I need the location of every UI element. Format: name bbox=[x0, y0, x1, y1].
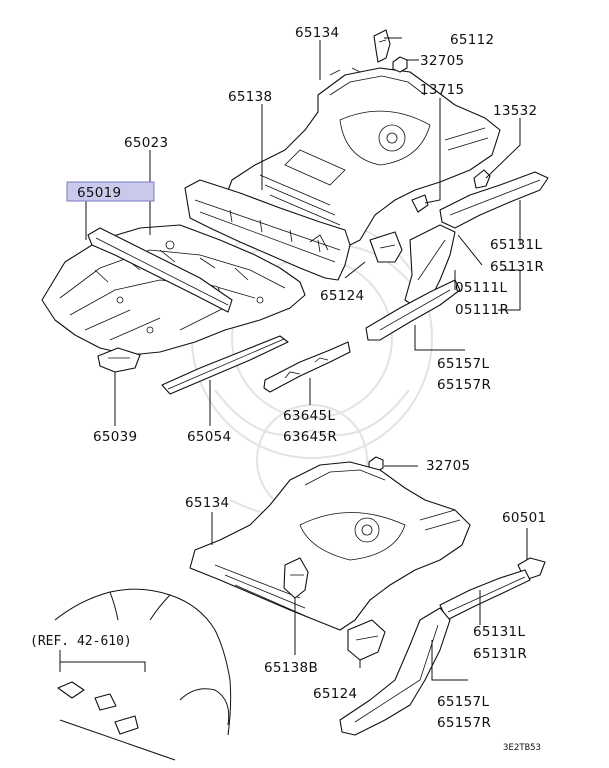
part-65134-rear-floor-bottom bbox=[189, 461, 471, 631]
label-65054: 65054 bbox=[187, 429, 231, 445]
label-65131L-top: 65131L bbox=[490, 237, 542, 253]
part-65138-crossmember bbox=[184, 179, 351, 281]
part-65019-reinforcement bbox=[87, 227, 233, 313]
label-65138B: 65138B bbox=[264, 660, 318, 676]
highlight-65019 bbox=[66, 181, 155, 202]
label-65039: 65039 bbox=[93, 429, 137, 445]
reference-note: (REF. 42-610) bbox=[30, 634, 132, 649]
part-13715-bracket bbox=[411, 194, 429, 213]
label-65157R-bottom: 65157R bbox=[437, 715, 491, 731]
part-65131-side-member-bottom bbox=[439, 569, 531, 621]
label-63645L: 63645L bbox=[283, 408, 335, 424]
label-65157L-bottom: 65157L bbox=[437, 694, 489, 710]
part-labels: 65134 65112 32705 65138 13715 13532 6502… bbox=[30, 25, 546, 753]
diagram-code: 3E2TB53 bbox=[503, 743, 541, 753]
car-outline bbox=[54, 588, 232, 761]
label-60501: 60501 bbox=[502, 510, 546, 526]
label-65124-top: 65124 bbox=[320, 288, 364, 304]
part-63645-reinforcement bbox=[263, 341, 351, 393]
part-65134-rear-floor-top bbox=[224, 67, 501, 251]
label-32705-top: 32705 bbox=[420, 53, 464, 69]
part-65054-sill bbox=[161, 335, 289, 395]
part-65131-side-member-top bbox=[439, 171, 549, 229]
label-65131R-top: 65131R bbox=[490, 259, 544, 275]
label-65134-top: 65134 bbox=[295, 25, 339, 41]
part-32705-nut-top bbox=[392, 56, 408, 73]
label-63645R: 63645R bbox=[283, 429, 337, 445]
part-65124-bracket-bottom bbox=[347, 619, 386, 661]
label-13532: 13532 bbox=[493, 103, 537, 119]
label-32705-bottom: 32705 bbox=[426, 458, 470, 474]
label-65134-bottom: 65134 bbox=[185, 495, 229, 511]
label-65019: 65019 bbox=[77, 185, 121, 201]
part-13532-bracket bbox=[473, 169, 491, 189]
part-65124-bracket-top bbox=[369, 231, 403, 263]
label-65157L-top: 65157L bbox=[437, 356, 489, 372]
label-65112: 65112 bbox=[450, 32, 494, 48]
label-65138: 65138 bbox=[228, 89, 272, 105]
label-13715: 13715 bbox=[420, 82, 464, 98]
label-65131R-bottom: 65131R bbox=[473, 646, 527, 662]
part-65138B-bracket bbox=[283, 557, 309, 599]
label-65124-bottom: 65124 bbox=[313, 686, 357, 702]
label-05111R: 05111R bbox=[455, 302, 509, 318]
part-65112-bracket bbox=[373, 29, 391, 63]
label-65131L-bottom: 65131L bbox=[473, 624, 525, 640]
label-05111L: 05111L bbox=[455, 280, 507, 296]
label-65023: 65023 bbox=[124, 135, 168, 151]
part-65157-sill-top bbox=[365, 279, 461, 341]
label-65157R-top: 65157R bbox=[437, 377, 491, 393]
leader-lines bbox=[59, 37, 528, 681]
part-65039-bracket bbox=[97, 347, 141, 373]
